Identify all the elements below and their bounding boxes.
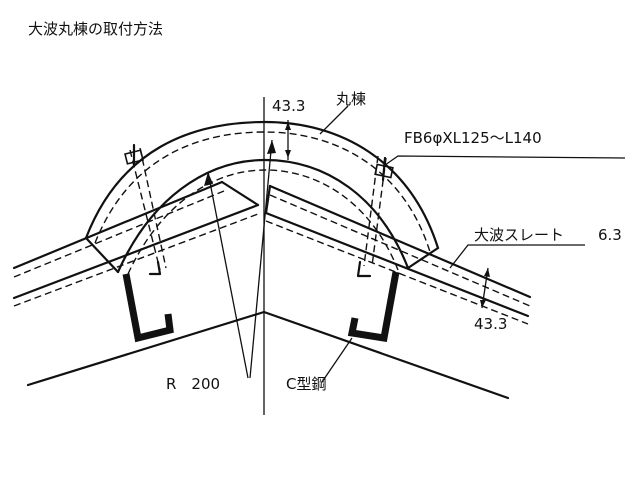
label-dim-top: 43.3 xyxy=(272,97,305,115)
label-purlin: C型鋼 xyxy=(286,375,326,393)
label-ridge-cap: 丸棟 xyxy=(336,90,366,108)
radius-leader xyxy=(204,139,276,379)
label-slate: 大波スレート xyxy=(474,226,564,244)
label-slate-thickness: 6.3 xyxy=(598,226,622,244)
label-dim-side: 43.3 xyxy=(474,315,507,333)
right-slate-sheet xyxy=(264,184,532,325)
leader-lines xyxy=(319,105,626,383)
left-hook-bolt xyxy=(124,143,167,276)
right-hook-bolt xyxy=(356,155,394,278)
roof-outline xyxy=(26,310,510,400)
drawing-title: 大波丸棟の取付方法 xyxy=(28,20,163,38)
label-fastener: FB6φXL125～L140 xyxy=(404,129,542,147)
dim-top-marks xyxy=(285,120,291,160)
left-c-steel xyxy=(122,273,174,343)
label-radius: R 200 xyxy=(166,375,220,393)
ridge-cap xyxy=(84,120,440,275)
right-c-steel xyxy=(347,271,400,342)
